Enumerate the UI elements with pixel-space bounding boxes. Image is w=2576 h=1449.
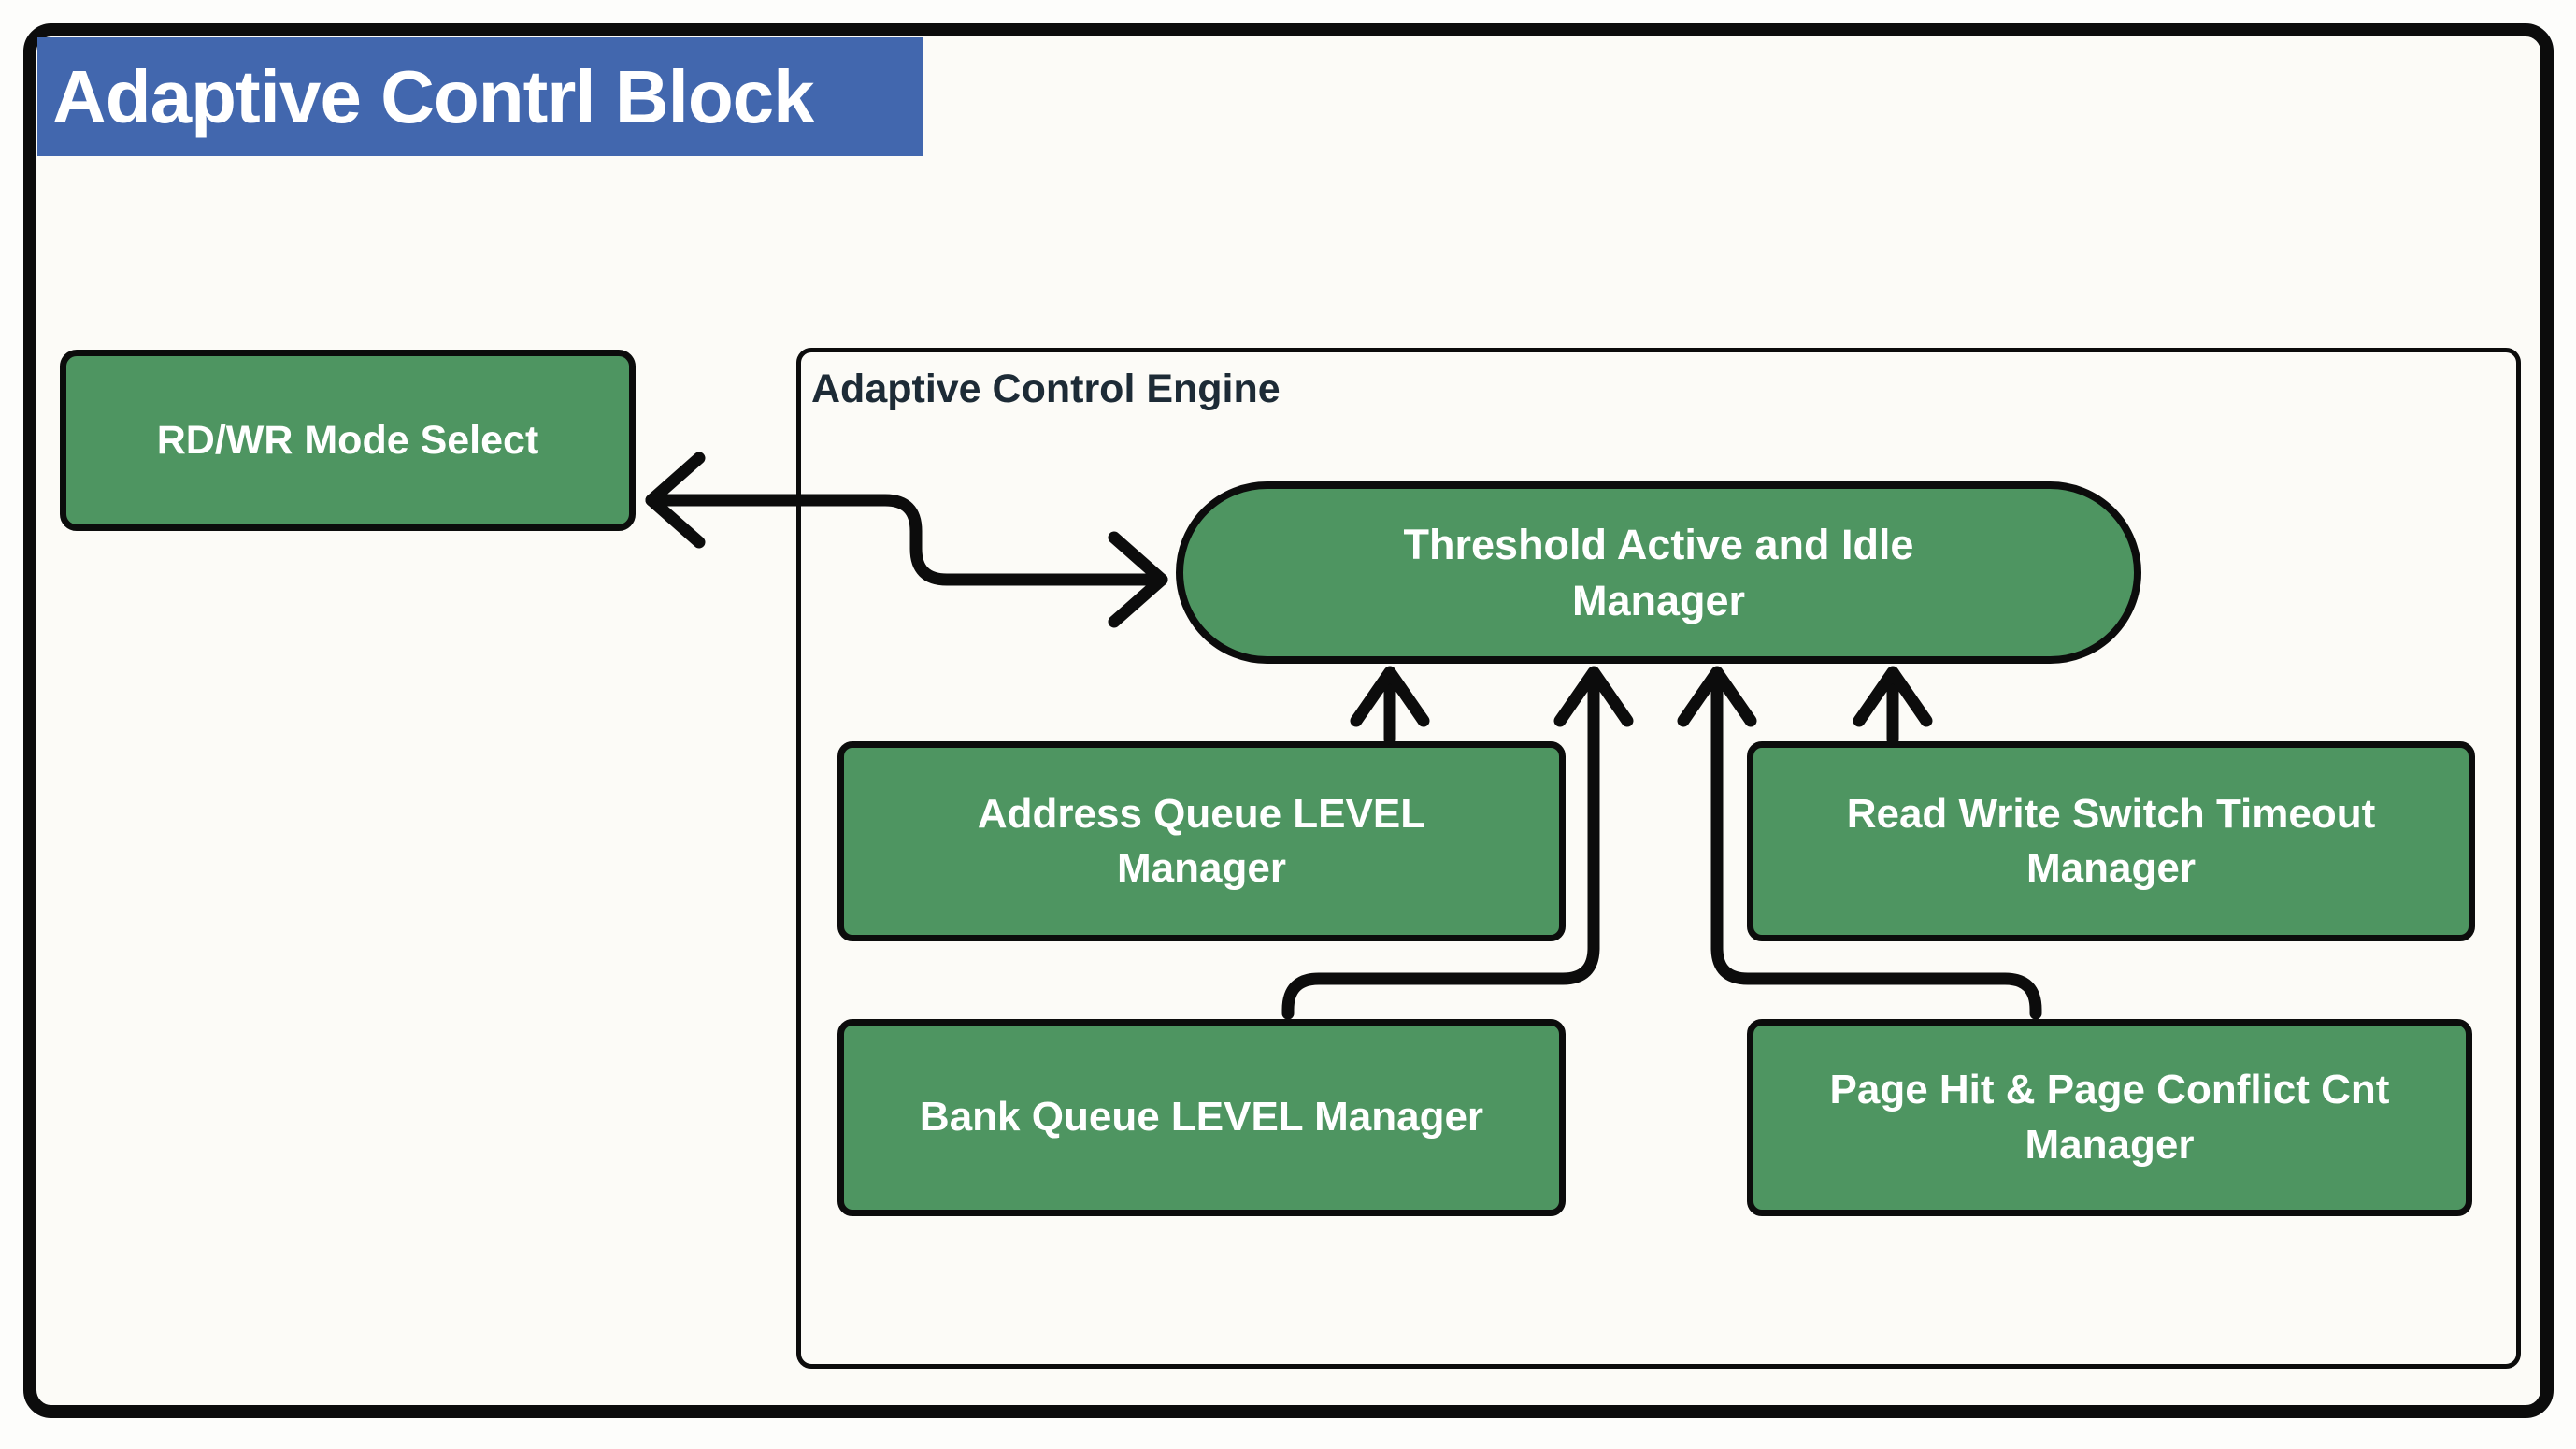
read-write-switch-timeout-manager-label: Read Write Switch Timeout Manager <box>1846 790 2376 891</box>
node-bank-queue-level-manager: Bank Queue LEVEL Manager <box>837 1019 1566 1216</box>
address-queue-level-manager-label: Address Queue LEVEL Manager <box>977 790 1426 891</box>
diagram-title: Adaptive Contrl Block <box>37 37 923 156</box>
bank-queue-level-manager-label: Bank Queue LEVEL Manager <box>919 1094 1484 1141</box>
page-hit-page-conflict-cnt-manager-label: Page Hit & Page Conflict Cnt Manager <box>1829 1067 2390 1168</box>
node-rd-wr-mode-select: RD/WR Mode Select <box>60 350 636 531</box>
diagram-title-text: Adaptive Contrl Block <box>52 54 815 138</box>
node-read-write-switch-timeout-manager: Read Write Switch Timeout Manager <box>1747 741 2475 941</box>
node-address-queue-level-manager: Address Queue LEVEL Manager <box>837 741 1566 941</box>
threshold-active-idle-manager-label: Threshold Active and Idle Manager <box>1403 521 1914 624</box>
node-page-hit-page-conflict-cnt-manager: Page Hit & Page Conflict Cnt Manager <box>1747 1019 2472 1216</box>
adaptive-control-engine-label: Adaptive Control Engine <box>811 366 1281 411</box>
rd-wr-mode-select-label: RD/WR Mode Select <box>156 417 539 463</box>
node-adaptive-control-engine <box>796 348 2521 1369</box>
node-threshold-active-idle-manager: Threshold Active and Idle Manager <box>1176 481 2141 664</box>
